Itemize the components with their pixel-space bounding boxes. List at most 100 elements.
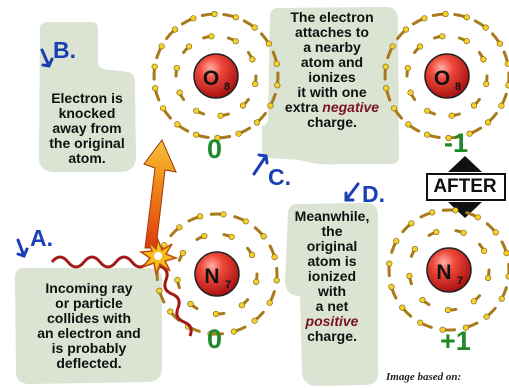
- electron-dot: [424, 132, 430, 138]
- electron-dot: [405, 65, 411, 71]
- electron-dot: [493, 230, 499, 236]
- electron-dot: [485, 275, 491, 281]
- step-a-line: deflected.: [18, 356, 160, 371]
- electron-dot: [229, 234, 235, 240]
- oxygen-after-subscript: 8: [455, 81, 461, 93]
- nitrogen-after-charge: +1: [440, 326, 471, 357]
- electron-dot: [252, 25, 258, 31]
- electron-dot: [445, 307, 451, 313]
- electron-dot: [272, 254, 278, 260]
- electron-dot: [231, 329, 237, 335]
- electron-dot: [267, 300, 273, 306]
- electron-dot: [250, 57, 256, 63]
- electron-dot: [464, 14, 470, 20]
- electron-dot: [417, 44, 423, 50]
- down-left-arrow-icon: [346, 184, 358, 200]
- electron-dot: [213, 311, 219, 317]
- ejected-electron-arrow: [144, 140, 176, 248]
- step-d-text: Meanwhile, the original atom is ionized …: [284, 209, 380, 344]
- nitrogen-nucleus-after: N 7: [427, 248, 471, 292]
- electron-dot: [233, 14, 239, 20]
- electron-dot: [453, 208, 459, 214]
- electron-dot: [475, 215, 481, 221]
- step-d-letter: D.: [362, 181, 385, 208]
- step-c-text: The electron attaches to a nearby atom a…: [264, 10, 400, 130]
- electron-dot: [261, 234, 267, 240]
- electron-dot: [408, 90, 414, 96]
- electron-dot: [389, 284, 395, 290]
- step-b-text: Electron is knocked away from the origin…: [40, 91, 134, 166]
- electron-dot: [188, 301, 194, 307]
- electron-dot: [504, 250, 509, 256]
- step-a-line: an electron and: [18, 326, 160, 341]
- electron-dot: [221, 212, 227, 218]
- electron-dot: [202, 233, 208, 239]
- nitrogen-before-subscript: 7: [225, 279, 231, 291]
- step-d-line: Meanwhile,: [284, 209, 380, 224]
- electron-dot: [412, 246, 418, 252]
- electron-dot: [440, 34, 446, 40]
- step-c-line: charge.: [264, 115, 400, 130]
- step-d-line: atom is: [284, 254, 380, 269]
- electron-dot: [233, 38, 239, 44]
- electron-dot: [505, 61, 509, 67]
- step-b-line: atom.: [40, 151, 134, 166]
- electron-dot: [481, 248, 487, 254]
- step-b-line: away from: [40, 121, 134, 136]
- step-b-line: knocked: [40, 106, 134, 121]
- step-b-line: Electron is: [40, 91, 134, 106]
- step-a-letter: A.: [30, 225, 53, 252]
- electron-dot: [394, 238, 400, 244]
- step-c-extra-plain: extra: [285, 99, 322, 115]
- electron-dot: [449, 113, 455, 119]
- step-d-line: a net: [284, 299, 380, 314]
- electron-dot: [152, 85, 158, 91]
- electron-dot: [243, 219, 249, 225]
- electron-dot: [152, 64, 158, 70]
- electron-dot: [400, 305, 406, 311]
- step-c-extra-line: extra negative: [264, 100, 400, 115]
- oxygen-nucleus-before: O 8: [194, 54, 238, 98]
- electron-dot: [240, 103, 246, 109]
- electron-dot: [434, 229, 440, 235]
- step-d-emphasis: positive: [284, 314, 380, 329]
- electron-dot: [484, 314, 490, 320]
- electron-dot: [461, 230, 467, 236]
- electron-dot: [252, 81, 258, 87]
- step-d-line: ionized: [284, 269, 380, 284]
- electron-dot: [252, 318, 258, 324]
- electron-dot: [186, 44, 192, 50]
- step-d-line: with: [284, 284, 380, 299]
- electron-dot: [168, 309, 174, 315]
- electron-dot: [172, 27, 178, 33]
- electron-dot: [387, 261, 393, 267]
- electron-dot: [429, 210, 435, 216]
- nitrogen-before-symbol: N: [204, 265, 219, 288]
- step-a-line: or particle: [18, 296, 160, 311]
- oxygen-after-symbol: O: [434, 67, 450, 90]
- electron-dot: [403, 27, 409, 33]
- electron-dot: [177, 225, 183, 231]
- electron-dot: [481, 57, 487, 63]
- electron-dot: [249, 252, 255, 258]
- electron-dot: [253, 279, 259, 285]
- up-right-arrow-icon: [254, 155, 267, 174]
- electron-dot: [174, 65, 180, 71]
- electron-dot: [406, 122, 412, 128]
- electron-dot: [212, 11, 218, 17]
- electron-dot: [160, 106, 166, 112]
- electron-dot: [194, 108, 200, 114]
- step-a-text: Incoming ray or particle collides with a…: [18, 281, 160, 371]
- nitrogen-after-symbol: N: [436, 261, 451, 284]
- step-c-emphasis: negative: [322, 99, 379, 115]
- nitrogen-before-charge: 0: [207, 324, 222, 355]
- step-b-letter: B.: [53, 37, 76, 64]
- step-b-line: the original: [40, 136, 134, 151]
- oxygen-after-charge: -1: [444, 128, 468, 159]
- electron-dot: [175, 122, 181, 128]
- electron-dot: [483, 25, 489, 31]
- electron-dot: [274, 278, 280, 284]
- electron-dot: [409, 221, 415, 227]
- electron-dot: [471, 103, 477, 109]
